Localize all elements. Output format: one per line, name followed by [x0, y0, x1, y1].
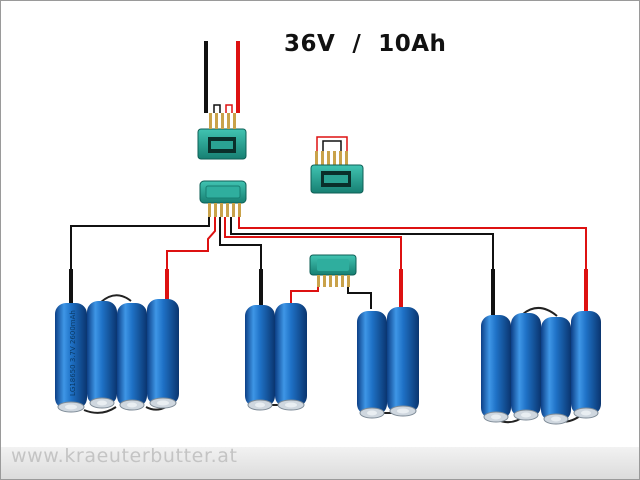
- battery-cell-icon: [541, 317, 571, 425]
- harness-wires: [70, 217, 587, 273]
- page-title: 36V / 10Ah: [284, 31, 447, 57]
- battery-cell-icon: [55, 303, 87, 413]
- cell-group-1: LG18650 3.7V 2600mAh: [55, 299, 179, 413]
- battery-cell-icon: [511, 313, 541, 421]
- watermark: www.kraeuterbutter.at: [11, 445, 238, 467]
- main-positive-lead: [236, 41, 240, 113]
- cell-group-2: [245, 303, 307, 411]
- battery-cell-icon: [481, 315, 511, 423]
- battery-cell-icon: [275, 303, 307, 411]
- main-output-connector: [197, 113, 247, 160]
- footer-bar: [1, 447, 639, 479]
- cell-terminal-leads: [69, 269, 588, 315]
- middle-tap-connector: [290, 254, 372, 309]
- main-lead-wires: [204, 41, 240, 113]
- cell-group-3: [357, 307, 419, 419]
- cell-print: LG18650 3.7V 2600mAh: [69, 310, 77, 396]
- main-negative-lead: [204, 41, 208, 113]
- battery-cell-icon: [357, 311, 387, 419]
- battery-cell-icon: [571, 311, 601, 419]
- cell-group-4: [481, 311, 601, 425]
- battery-cell-icon: [87, 301, 117, 409]
- harness-connector: [199, 180, 247, 217]
- battery-cell-icon: [387, 307, 419, 417]
- spare-balance-connector: [310, 136, 364, 194]
- battery-cell-icon: [117, 303, 147, 411]
- battery-cell-icon: [147, 299, 179, 409]
- battery-cell-icon: [245, 305, 275, 411]
